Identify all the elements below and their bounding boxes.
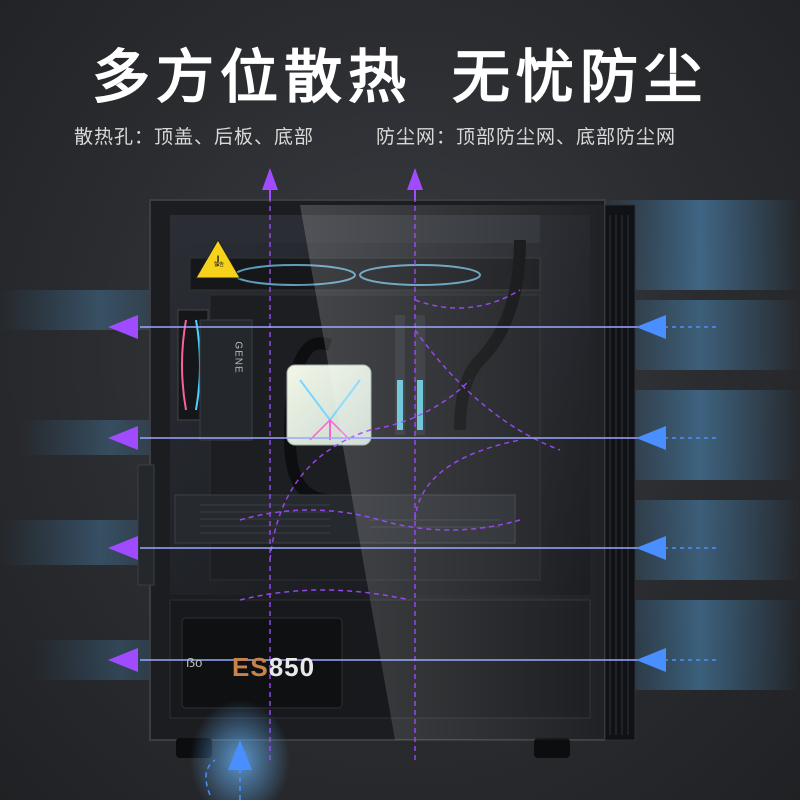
headline-part1: 多方位散热 — [91, 43, 412, 111]
pc-case: ! — [137, 199, 636, 758]
warning-label: 警告 — [213, 262, 224, 268]
side-exhaust-arrows — [108, 315, 138, 672]
bottom-intake-arrow-icon — [228, 740, 252, 770]
gpu-logo: GENE — [232, 341, 244, 374]
left-arrow-icon-2 — [108, 426, 138, 450]
headline-part2: 无忧防尘 — [452, 43, 709, 111]
horizontal-airflow-lines — [140, 326, 720, 661]
psu-model-prefix: ES — [232, 652, 269, 682]
intake-arrow-icon-3 — [636, 536, 666, 560]
subtitle-vents: 散热孔：顶盖、后板、底部 — [74, 126, 315, 148]
bottom-intake-curve — [205, 750, 241, 800]
intake-arrow-icon-4 — [636, 648, 666, 672]
front-intake-arrows — [636, 315, 666, 672]
intake-arrow-icon-1 — [636, 315, 666, 339]
subtitle-dust-filters: 防尘网：顶部防尘网、底部防尘网 — [376, 126, 677, 148]
up-arrow-icon-left — [262, 168, 278, 190]
left-arrow-icon-3 — [108, 536, 138, 560]
intake-arrow-icon-2 — [636, 426, 666, 450]
left-arrow-icon-4 — [108, 648, 138, 672]
internal-airflow-curves — [239, 170, 561, 760]
top-exhaust-arrows — [262, 168, 423, 200]
left-arrow-icon-1 — [108, 315, 138, 339]
psu-model: ES850 — [232, 652, 315, 683]
psu-brand-mark: ẞo — [186, 655, 203, 670]
psu-model-number: 850 — [268, 652, 316, 682]
up-arrow-icon-right — [407, 168, 423, 190]
headline: 多方位散热无忧防尘 — [0, 30, 800, 114]
svg-text:!: ! — [215, 254, 221, 270]
